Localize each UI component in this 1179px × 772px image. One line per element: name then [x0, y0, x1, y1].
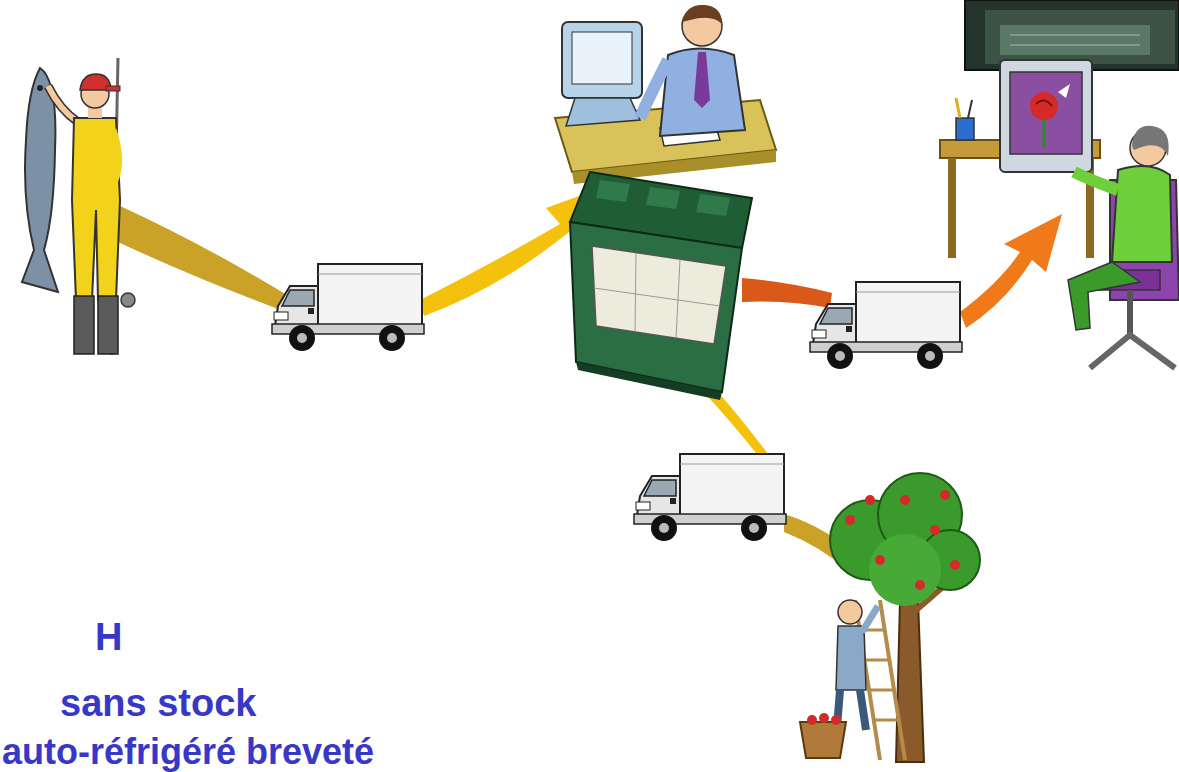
slide-text: H [95, 618, 122, 656]
photo-fragment-part [1010, 34, 1140, 36]
computer-user-part [1068, 262, 1140, 330]
delivery-truck-part [810, 282, 962, 369]
insulated-crate [570, 172, 752, 400]
computer-user-part [1030, 92, 1058, 120]
insulated-crate-part [576, 362, 722, 400]
computer-user-part [1090, 335, 1175, 368]
fisherman-part [98, 296, 118, 354]
photo-fragment-part [1000, 25, 1150, 55]
photo-fragment-part [985, 10, 1175, 64]
apple-orchard [800, 473, 980, 762]
apple-orchard-part-part [865, 495, 875, 505]
insulated-crate-part [594, 288, 720, 306]
computer-user [940, 60, 1179, 368]
delivery-truck-part [272, 264, 424, 351]
insulated-crate-part [592, 246, 726, 344]
apple-orchard-part-part [900, 495, 910, 505]
fisherman-part [48, 86, 78, 122]
office-worker-part [566, 98, 640, 126]
apple-orchard-part [800, 722, 846, 758]
apple-orchard-part-part [930, 525, 940, 535]
fisherman-part [48, 86, 78, 122]
computer-user-part [956, 98, 960, 118]
office-worker-part [682, 5, 722, 24]
insulated-crate-part [676, 259, 680, 338]
computer-user-part [1058, 84, 1070, 98]
computer-user-part [1132, 126, 1169, 156]
fisherman-part [121, 293, 135, 307]
office-worker-part [562, 22, 642, 98]
flow-swoosh-part [742, 278, 832, 308]
computer-user-part [1043, 120, 1046, 148]
office-worker-part [640, 60, 668, 118]
photo-fragment-part [1010, 44, 1140, 46]
apple-orchard-part [845, 490, 960, 590]
apple-orchard-part-part [940, 490, 950, 500]
insulated-crate-part [635, 253, 636, 332]
apple-orchard-part-part [807, 715, 817, 725]
office-worker-part [660, 49, 745, 137]
computer-user-part [948, 158, 956, 258]
fisherman-part [106, 86, 120, 91]
apple-orchard-part [807, 713, 841, 725]
computer-user-part [956, 118, 974, 140]
apple-orchard-part-part [915, 580, 925, 590]
insulated-crate-part [596, 180, 730, 216]
computer-user-part [1010, 72, 1082, 154]
office-worker-part [694, 52, 710, 108]
fisherman-part [72, 118, 120, 300]
delivery-truck-part [634, 454, 786, 541]
apple-orchard-part [862, 606, 878, 632]
computer-user-part [968, 100, 972, 118]
apple-orchard-part-part [875, 555, 885, 565]
fisherman-part [74, 296, 94, 354]
computer-user-part [1000, 60, 1092, 172]
office-worker-part [572, 32, 632, 84]
computer-user-part [1112, 166, 1172, 262]
computer-user-part [1074, 172, 1118, 190]
apple-orchard-part-part [831, 715, 841, 725]
computer-user-part [1127, 290, 1133, 335]
apple-orchard-part [836, 626, 866, 690]
slide-text: auto-réfrigéré breveté [2, 734, 374, 770]
flow-swoosh [118, 184, 1062, 572]
slide-text: sans stock [60, 684, 256, 722]
apple-orchard-part-part [950, 560, 960, 570]
apple-orchard-part-part [819, 713, 829, 723]
apple-orchard-part [838, 600, 862, 624]
computer-user-part [1036, 100, 1052, 106]
flow-swoosh-part [960, 214, 1062, 328]
apple-orchard-part [869, 534, 941, 606]
fisherman-part [37, 85, 43, 91]
fisherman-part [112, 130, 118, 180]
flow-swoosh-part [118, 205, 292, 312]
fisherman [22, 58, 135, 355]
office-worker [555, 5, 776, 184]
apple-orchard-part-part [845, 515, 855, 525]
